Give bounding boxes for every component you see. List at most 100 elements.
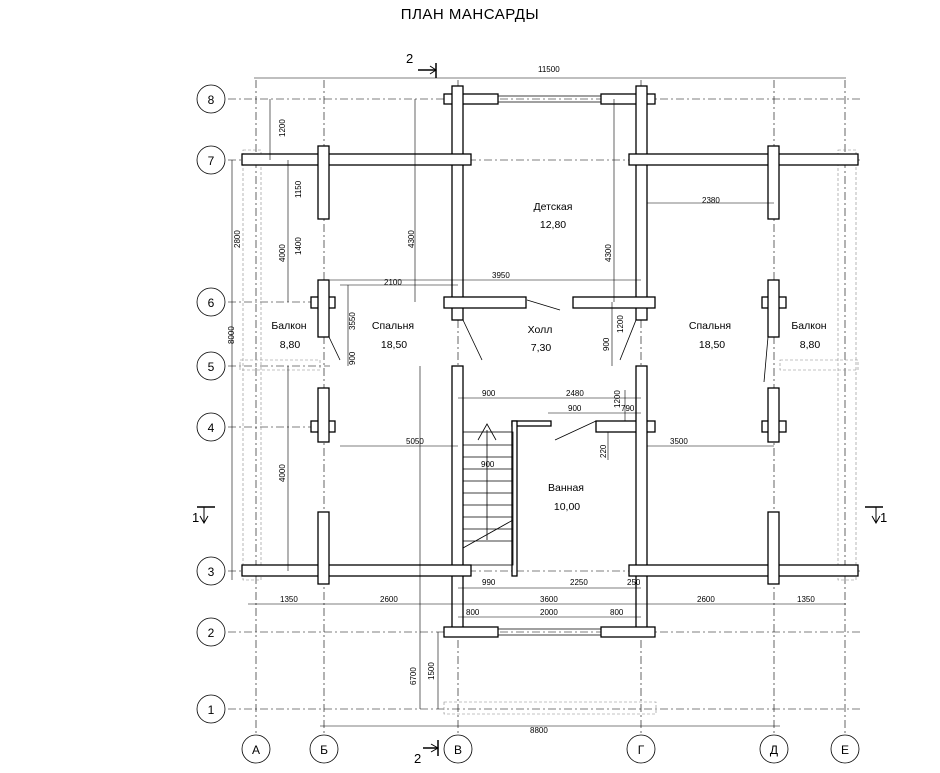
dim-1200c: 1200 [613,390,622,408]
dim-3600: 3600 [540,595,558,604]
axis-bubbles-vertical: А Б В Г Д Е [241,734,860,764]
svg-text:1: 1 [192,510,199,525]
dim-3500: 3500 [670,437,688,446]
room-spalnya-left-area: 18,50 [381,339,407,351]
svg-text:1: 1 [208,703,215,717]
room-detskaya-area: 12,80 [540,219,566,231]
room-balkon-left-area: 8,80 [280,339,301,351]
axis-bubble-a: А [241,734,271,764]
balcony-outlines [239,149,859,715]
room-spalnya-right-name: Спальня [689,320,731,332]
room-vannaya-area: 10,00 [554,501,580,513]
svg-text:Б: Б [320,743,328,757]
dim-900b: 900 [602,337,611,351]
dim-2100: 2100 [384,278,402,287]
room-balkon-right-area: 8,80 [800,339,821,351]
axis-bubble-v: В [443,734,473,764]
dim-2600a: 2600 [380,595,398,604]
svg-text:6: 6 [208,296,215,310]
svg-text:1: 1 [880,510,887,525]
axis-bubble-2: 2 [196,617,226,647]
axis-bubble-6: 6 [196,287,226,317]
dim-990: 990 [482,578,496,587]
dim-790: 790 [621,404,635,413]
room-balkon-left-name: Балкон [271,320,306,332]
dim-1200: 1200 [278,119,287,137]
dim-6700: 6700 [409,667,418,685]
room-holl-area: 7,30 [531,342,552,354]
svg-text:А: А [252,743,260,757]
svg-text:5: 5 [208,360,215,374]
dim-4000b: 4000 [278,464,287,482]
dim-2600b: 2600 [697,595,715,604]
svg-text:8: 8 [208,93,215,107]
section-mark-bottom: 2 [414,740,440,766]
svg-text:Е: Е [841,743,849,757]
room-balkon-right-name: Балкон [791,320,826,332]
dim-1350b: 1350 [797,595,815,604]
dim-1150: 1150 [294,180,303,198]
plan-title: ПЛАН МАНСАРДЫ [400,6,540,23]
dim-2250: 2250 [570,578,588,587]
axis-bubble-b: Б [309,734,339,764]
dim-1500: 1500 [427,662,436,680]
dim-250: 250 [627,578,641,587]
axis-bubble-5: 5 [196,351,226,381]
svg-text:2: 2 [414,751,421,766]
room-holl-name: Холл [528,324,553,336]
section-marks: 2 2 1 1 [192,51,887,766]
axis-bubble-4: 4 [196,412,226,442]
svg-text:Д: Д [770,743,778,757]
dim-900a: 900 [348,351,357,365]
svg-text:2: 2 [406,51,413,66]
svg-text:В: В [454,743,462,757]
dim-900e: 900 [481,460,495,469]
section-mark-right: 1 [865,506,887,525]
axis-bubble-7: 7 [196,145,226,175]
dim-4000a: 4000 [278,244,287,262]
dim-220: 220 [599,444,608,458]
dim-4300b: 4300 [604,244,613,262]
room-detskaya-name: Детская [534,201,573,213]
axis-bubble-8: 8 [196,84,226,114]
dim-800b: 800 [610,608,624,617]
walls [241,85,859,638]
svg-text:3: 3 [208,565,215,579]
axis-bubble-1: 1 [196,694,226,724]
svg-text:Г: Г [638,743,645,757]
dim-1350a: 1350 [280,595,298,604]
dim-1200b: 1200 [616,315,625,333]
room-labels: Детская 12,80 Балкон 8,80 Спальня 18,50 … [271,201,826,513]
room-spalnya-left-name: Спальня [372,320,414,332]
axis-bubbles-horizontal: 8 7 6 5 4 3 2 1 [196,84,226,724]
dim-4300a: 4300 [407,230,416,248]
dim-2000: 2000 [540,608,558,617]
section-mark-left: 1 [192,506,215,525]
axis-bubble-e: Е [830,734,860,764]
dim-8800: 8800 [530,726,548,735]
dim-3550: 3550 [348,312,357,330]
dim-2380: 2380 [702,196,720,205]
dim-900d: 900 [568,404,582,413]
svg-text:4: 4 [208,421,215,435]
axis-bubble-g: Г [626,734,656,764]
dim-5050: 5050 [406,437,424,446]
dimension-labels: 11500 1200 2800 1150 1400 4000 4300 4300… [227,65,815,735]
staircase [462,423,514,566]
room-vannaya-name: Ванная [548,482,584,494]
dim-800a: 800 [466,608,480,617]
dim-2800: 2800 [233,230,242,248]
dim-1400: 1400 [294,237,303,255]
svg-text:7: 7 [208,154,215,168]
dim-2480: 2480 [566,389,584,398]
dimension-lines [231,77,846,727]
dim-8000: 8000 [227,326,236,344]
dim-900c: 900 [482,389,496,398]
door-swings [328,299,769,441]
dim-3950: 3950 [492,271,510,280]
axis-bubble-d: Д [759,734,789,764]
svg-text:2: 2 [208,626,215,640]
section-mark-top: 2 [406,51,437,78]
room-spalnya-right-area: 18,50 [699,339,725,351]
